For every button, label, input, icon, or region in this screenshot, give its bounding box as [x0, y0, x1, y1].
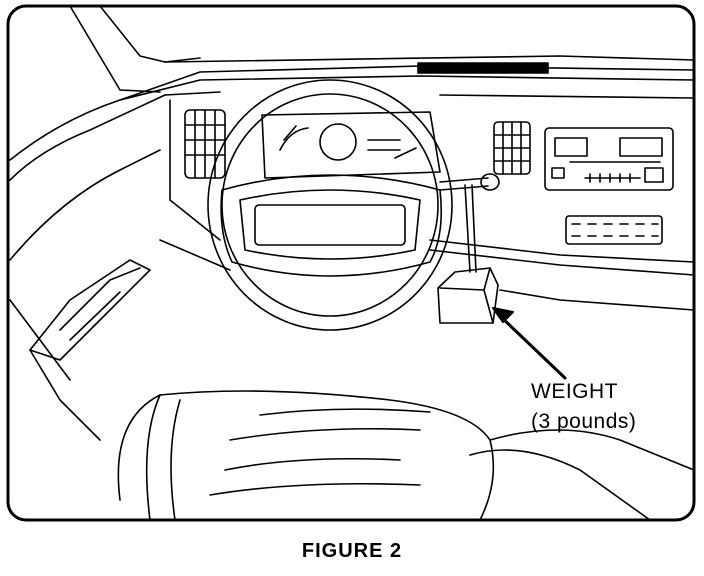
callout-arrow-head	[492, 307, 514, 323]
turn-signal-stalk	[439, 177, 489, 191]
left-vent-grille	[184, 109, 226, 179]
dash-lower-right	[499, 289, 695, 311]
radio-unit	[544, 127, 674, 191]
figure-frame	[6, 4, 696, 522]
climate-panel	[565, 215, 663, 245]
gauge-left	[279, 125, 309, 151]
door-panel	[9, 94, 166, 261]
dash-top-edge-inner	[119, 75, 695, 101]
gauge-right	[367, 139, 417, 159]
climate-panel-buttons	[571, 223, 659, 237]
seat-cushion-seams	[209, 408, 431, 496]
weight-rod	[464, 184, 477, 273]
speedometer	[319, 123, 357, 161]
weight-callout-label: WEIGHT	[531, 380, 618, 403]
radio-button-right	[644, 167, 664, 183]
radio-display	[554, 137, 588, 157]
radio-button-left	[551, 167, 565, 179]
instrument-cluster	[261, 111, 441, 179]
weight-block-edge	[439, 267, 494, 324]
seat-back	[117, 390, 495, 521]
dash-face	[164, 91, 695, 241]
steering-wheel-center	[254, 204, 406, 246]
weight-block	[437, 267, 499, 324]
figure-caption: FIGURE 2	[301, 540, 403, 562]
seat-left-bolster	[145, 394, 181, 521]
floor-console	[469, 429, 695, 521]
steering-wheel-hub	[220, 174, 443, 277]
door-lower	[9, 299, 101, 441]
callout-arrow-shaft	[498, 314, 567, 380]
center-vent-grille	[493, 121, 531, 175]
dash-lower-edge	[159, 239, 695, 276]
radio-preset-row	[584, 173, 641, 183]
radio-display-right	[619, 137, 663, 157]
steering-wheel-rim-inner	[221, 93, 439, 317]
defrost-grille	[417, 62, 549, 74]
door-armrest	[29, 259, 151, 361]
weight-callout-sublabel: (3 pounds)	[531, 410, 637, 433]
steering-wheel-pad	[239, 189, 421, 260]
windshield-base	[164, 55, 695, 63]
door-pocket	[59, 267, 141, 341]
steering-wheel-rim	[207, 79, 453, 331]
turn-signal-tip	[480, 173, 500, 191]
dash-top-edge	[9, 65, 695, 161]
